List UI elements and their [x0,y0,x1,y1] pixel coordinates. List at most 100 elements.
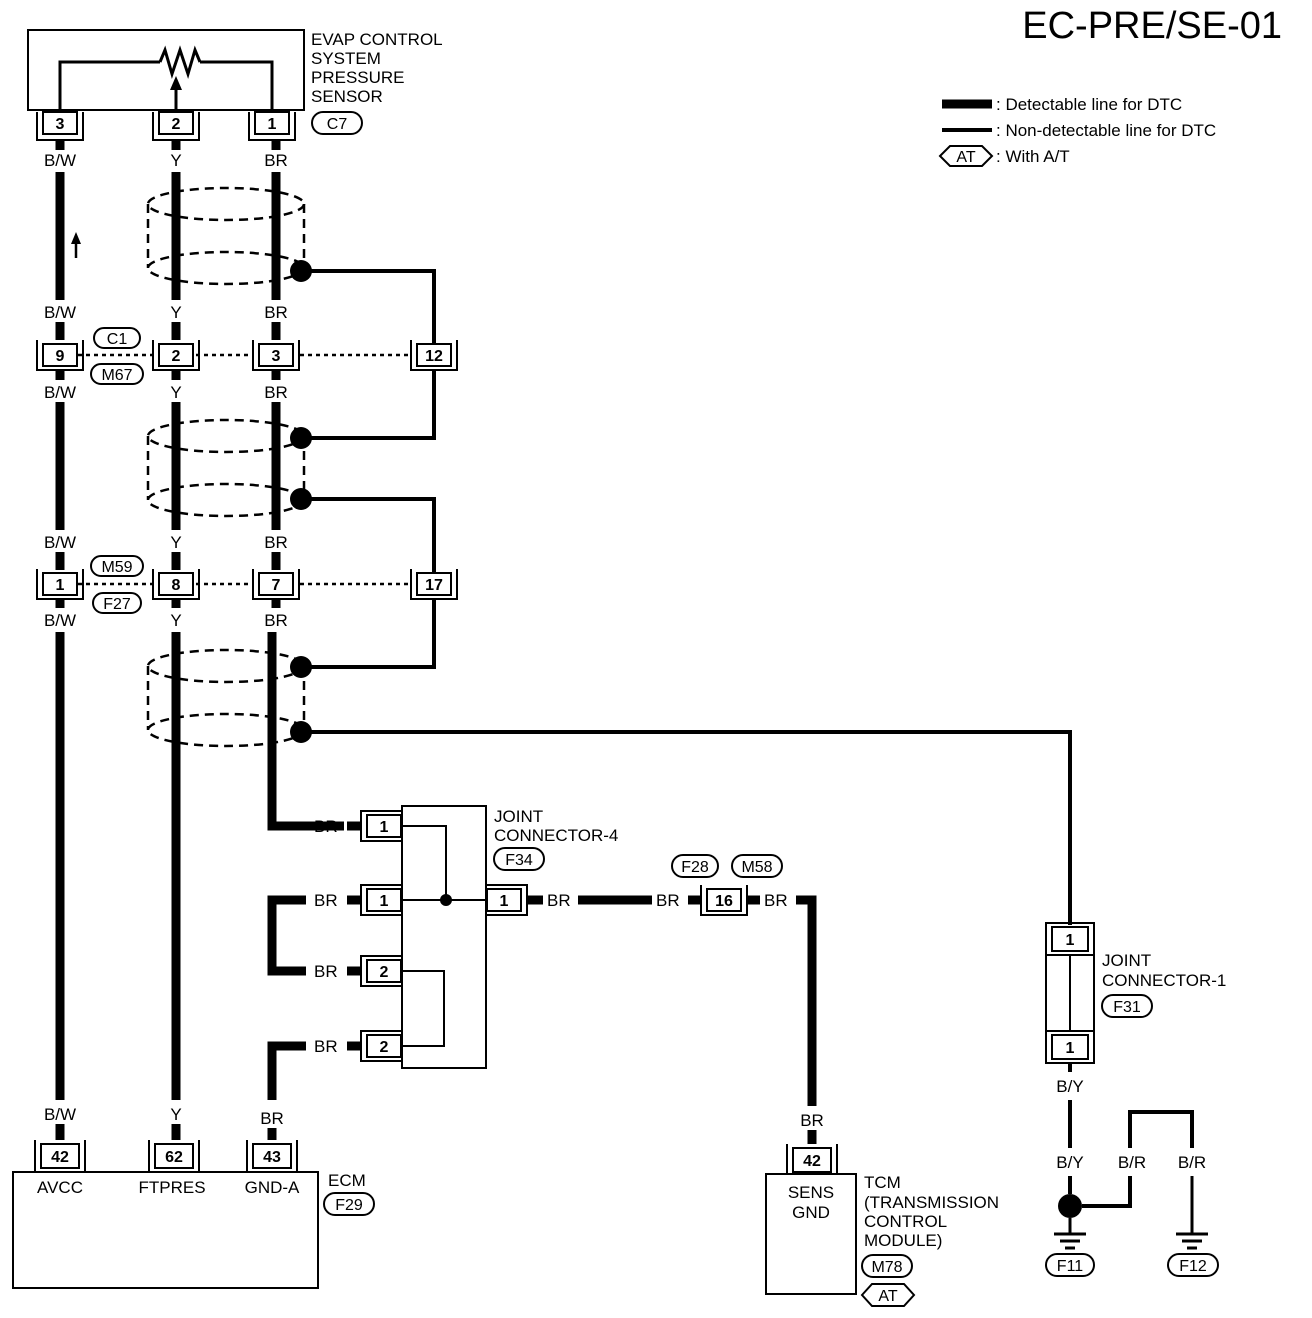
wire-color-bw: B/W [44,151,76,170]
joint4-pin-1a [366,814,402,838]
drain-wire-12 [301,370,436,440]
sensor-box [27,29,305,111]
joint-connector-1: 1 1 JOINT CONNECTOR-1 F31 [1045,922,1226,1064]
shield-drain-wire [301,497,436,575]
ecm-code: F29 [335,1197,363,1214]
shield-1 [146,186,436,345]
wire-color-br: BR [264,533,288,552]
joint4-code-oval [493,847,545,871]
c1-pin-3 [258,343,294,367]
wire-color-y: Y [170,383,181,402]
joint1-label-line-2: CONNECTOR-1 [1102,971,1226,990]
m59-pin-1 [42,572,78,596]
joint1-pin-bottom-label: 1 [1066,1040,1075,1057]
legend-nondetectable: : Non-detectable line for DTC [996,121,1216,140]
shield-drain-wire [301,269,436,345]
wire-color-br: BR [314,891,338,910]
ground-f12-code: F12 [1179,1258,1207,1275]
junction-m59-f27: 1 8 7 17 M59 F27 [36,555,458,614]
wire-color-br: BR [264,151,288,170]
tcm-box [765,1173,857,1295]
joint4-pin-1b [366,888,402,912]
diagram-title: EC-PRE/SE-01 [1022,5,1282,47]
c1-pin-2-label: 2 [172,348,181,365]
wire-color-bw: B/W [44,1105,76,1124]
joint-connector-4: 1 1 2 2 1 JOINT CONNECTOR-4 F34 [360,805,618,1069]
m58-code: M58 [741,859,772,876]
wire-color-br: BR [314,962,338,981]
wire-color-y: Y [170,1105,181,1124]
wire-color-y: Y [170,151,181,170]
m59-pin-7 [258,572,294,596]
tcm-label-line-4: MODULE) [864,1231,942,1250]
legend-detectable: : Detectable line for DTC [996,95,1182,114]
f28-pin-16 [706,888,742,912]
wire-br-r [1128,1110,1194,1148]
sensor-pin-2-label: 2 [172,116,181,133]
joint4-to-tcm: BR BR 16 F28 M58 BR BR [527,854,824,1144]
drain-wire-17 [301,599,436,669]
wires-section-1: B/W Y BR B/W Y BR [44,140,288,340]
tcm-label-line-2: (TRANSMISSION [864,1193,999,1212]
tcm-terminal-line-1: SENS [788,1183,834,1202]
wiper-arrow-icon [170,76,182,90]
legend-at-hexagon [938,145,994,167]
wire-color-y: Y [170,533,181,552]
sensor-label-line-1: EVAP CONTROL [311,30,443,49]
wire-color-br: BR [264,303,288,322]
sensor-pin-1-label: 1 [268,116,277,133]
c1-code: C1 [107,331,128,348]
ecm-terminal-ftpres: FTPRES [138,1178,205,1197]
tcm-at-hexagon [860,1283,916,1307]
evap-pressure-sensor: EVAP CONTROL SYSTEM PRESSURE SENSOR C7 3… [27,29,443,141]
ecm-pin-42-label: 42 [51,1149,69,1166]
f28-pin-16-label: 16 [715,893,733,910]
joint4-pin-2a [366,959,402,983]
wire-color-by: B/Y [1056,1077,1083,1096]
ecm-terminal-gnd-a: GND-A [245,1178,300,1197]
m59-code: M59 [101,559,132,576]
f28-code: F28 [681,859,709,876]
legend-with-at: : With A/T [996,147,1070,166]
potentiometer-icon [158,45,202,80]
tcm-pin-42-label: 42 [803,1153,821,1170]
tcm-pin-42 [792,1147,832,1173]
c1-pin-12-label: 12 [425,348,443,365]
m67-code-oval [90,363,144,385]
sensor-label-line-2: SYSTEM [311,49,381,68]
joint4-label-line-2: CONNECTOR-4 [494,826,618,845]
ecm-label: ECM [328,1171,366,1190]
wire-color-br: BR [547,891,571,910]
joint1-pin-top-label: 1 [1066,932,1075,949]
joint1-label-line-1: JOINT [1102,951,1151,970]
joint1-code-oval [1101,994,1153,1018]
m59-pin-7-label: 7 [272,577,281,594]
legend: : Detectable line for DTC : Non-detectab… [938,95,1216,167]
drain-to-joint-1 [301,730,1072,925]
wire-br-loop [267,895,306,976]
shield-drain-dot [290,656,312,678]
sensor-pin-2 [158,111,194,135]
wire-color-y: Y [170,611,181,630]
wire-br-tcm-2 [796,895,817,1106]
wire-color-br: BR [764,891,788,910]
wire-br-3 [267,632,344,831]
sensor-pin-3 [42,111,78,135]
wire-br-ecm [267,1041,306,1100]
wire-color-br: BR [260,1109,284,1128]
joint4-pin-right-label: 1 [500,893,509,910]
wire-color-br: BR [264,611,288,630]
ground-f11-oval [1045,1253,1095,1277]
ground-junction-dot [1058,1194,1082,1218]
m59-pin-17 [416,572,452,596]
c1-pin-9 [42,343,78,367]
wire-color-brr: B/R [1178,1153,1206,1172]
c1-pin-3-label: 3 [272,348,281,365]
signal-arrow-icon [71,232,81,244]
ecm-pin-43 [252,1143,292,1169]
joint4-left-wires: BR BR BR BR BR [260,817,361,1140]
ecm-terminal-avcc: AVCC [37,1178,83,1197]
sensor-pin-1 [254,111,290,135]
f27-code-oval [92,592,142,614]
shield-drain-dot [290,427,312,449]
